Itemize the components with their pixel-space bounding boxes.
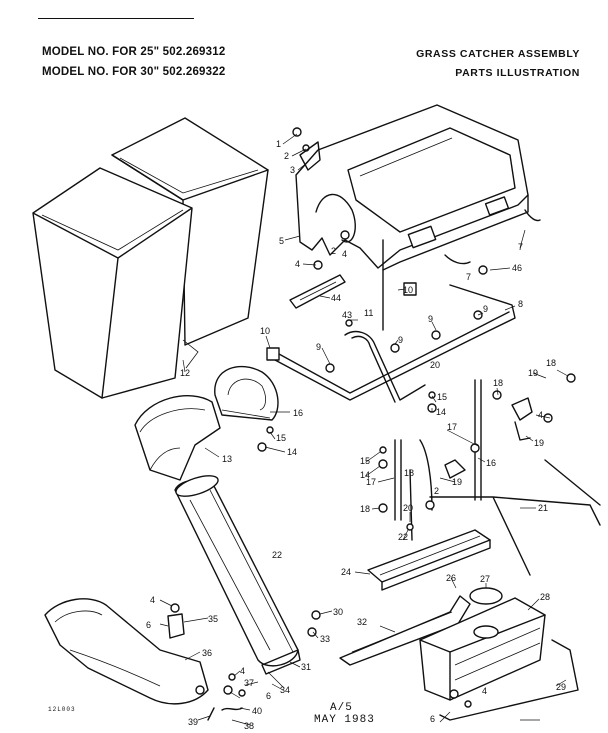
callout-30: 28: [540, 592, 550, 602]
frame-rod-assembly: [266, 282, 516, 403]
callout-17: 17: [447, 422, 457, 432]
upright-supports: [394, 379, 482, 541]
callout-22: 21: [538, 503, 548, 513]
callout-16: 16: [486, 458, 496, 468]
callout-9: 9: [398, 335, 403, 345]
callout-2: 2: [434, 486, 439, 496]
ring-29: [469, 587, 503, 605]
hopper-box-30: [419, 597, 546, 701]
callout-37: 35: [208, 614, 218, 624]
callout-19: 18: [404, 468, 414, 478]
callout-15: 15: [360, 456, 370, 466]
callout-9: 9: [428, 314, 433, 324]
callout-40: 38: [244, 721, 254, 731]
callout-26: 22: [272, 550, 282, 560]
callout-43: 43: [342, 310, 352, 320]
chute-elbow-13: [134, 394, 221, 481]
callout-2: 2: [284, 151, 289, 161]
callout-21: 20: [430, 360, 440, 370]
callout-41: 39: [188, 717, 198, 727]
callout-20: 19: [452, 477, 462, 487]
callout-4: 4: [342, 249, 347, 259]
callout-42: 40: [252, 706, 262, 716]
callout-36: 34: [280, 685, 290, 695]
callout-6: 6: [146, 620, 151, 630]
callout-2: 2: [331, 246, 336, 256]
chute-adapter-38: [44, 598, 209, 705]
rod-31: [439, 639, 579, 721]
drawing-code: 12L003: [48, 706, 76, 713]
illustration-subtitle: PARTS ILLUSTRATION: [455, 67, 580, 79]
callout-9: 9: [483, 304, 488, 314]
callout-4: 4: [538, 410, 543, 420]
callout-4: 4: [150, 595, 155, 605]
callout-38: 36: [202, 648, 212, 658]
callout-34: 32: [357, 617, 367, 627]
callout-12: 12: [180, 368, 190, 378]
callout-19: 19: [528, 368, 538, 378]
callout-14: 14: [436, 407, 446, 417]
callout-7: 7: [466, 272, 471, 282]
callout-18: 18: [360, 504, 370, 514]
support-ring-16: [214, 365, 279, 421]
bracket-44: [289, 274, 346, 309]
callout-14: 14: [360, 470, 370, 480]
callout-6: 6: [430, 714, 435, 724]
assembly-title: GRASS CATCHER ASSEMBLY: [416, 48, 580, 60]
callout-15: 15: [276, 433, 286, 443]
callout-18: 18: [493, 378, 503, 388]
callout-35: 33: [320, 634, 330, 644]
model-number-25: MODEL NO. FOR 25" 502.269312: [42, 46, 226, 58]
callout-24: 20: [403, 503, 413, 513]
callout-9: 9: [316, 342, 321, 352]
page-number: A/5: [330, 702, 353, 714]
callout-39: 37: [244, 678, 254, 688]
base-channel-27: [367, 529, 491, 591]
callout-15: 15: [437, 392, 447, 402]
callout-7: 7: [518, 242, 523, 252]
leader-lines: [159, 133, 569, 726]
print-date: MAY 1983: [314, 714, 375, 726]
chute-tube-26: [174, 475, 299, 667]
callout-32: 30: [333, 607, 343, 617]
header-rule: [38, 18, 194, 19]
callout-1: 1: [276, 139, 281, 149]
callout-31: 29: [556, 682, 566, 692]
model-number-30: MODEL NO. FOR 30" 502.269322: [42, 66, 226, 78]
callout-5: 5: [279, 236, 284, 246]
callout-29: 27: [480, 574, 490, 584]
callout-17: 17: [366, 477, 376, 487]
callout-labels: 1 2 3 5 2 4 4 44 43 11 10 9 9 9 9 8 10 7…: [146, 139, 566, 731]
deflector-housing: [295, 104, 529, 331]
rod-22: [429, 496, 601, 576]
callout-10: 10: [260, 326, 270, 336]
callout-6: 6: [266, 691, 271, 701]
callout-20: 19: [534, 438, 544, 448]
callout-3: 3: [290, 165, 295, 175]
callout-10: 10: [403, 285, 413, 295]
callout-33: 31: [301, 662, 311, 672]
callout-44: 44: [331, 293, 341, 303]
callout-4: 4: [240, 666, 245, 676]
callout-28: 26: [446, 573, 456, 583]
callout-11: 11: [364, 308, 373, 318]
callout-14: 14: [287, 447, 297, 457]
deflector-blade-34: [339, 595, 471, 666]
callout-8: 8: [518, 299, 523, 309]
callout-18: 18: [546, 358, 556, 368]
grass-bag-front: [32, 167, 199, 399]
callout-26: 22: [398, 532, 408, 542]
callout-27: 24: [341, 567, 351, 577]
callout-4: 4: [482, 686, 487, 696]
callout-46: 46: [512, 263, 522, 273]
hardware: [167, 127, 576, 721]
callout-4: 4: [295, 259, 300, 269]
callout-13: 13: [222, 454, 232, 464]
callout-16: 16: [293, 408, 303, 418]
